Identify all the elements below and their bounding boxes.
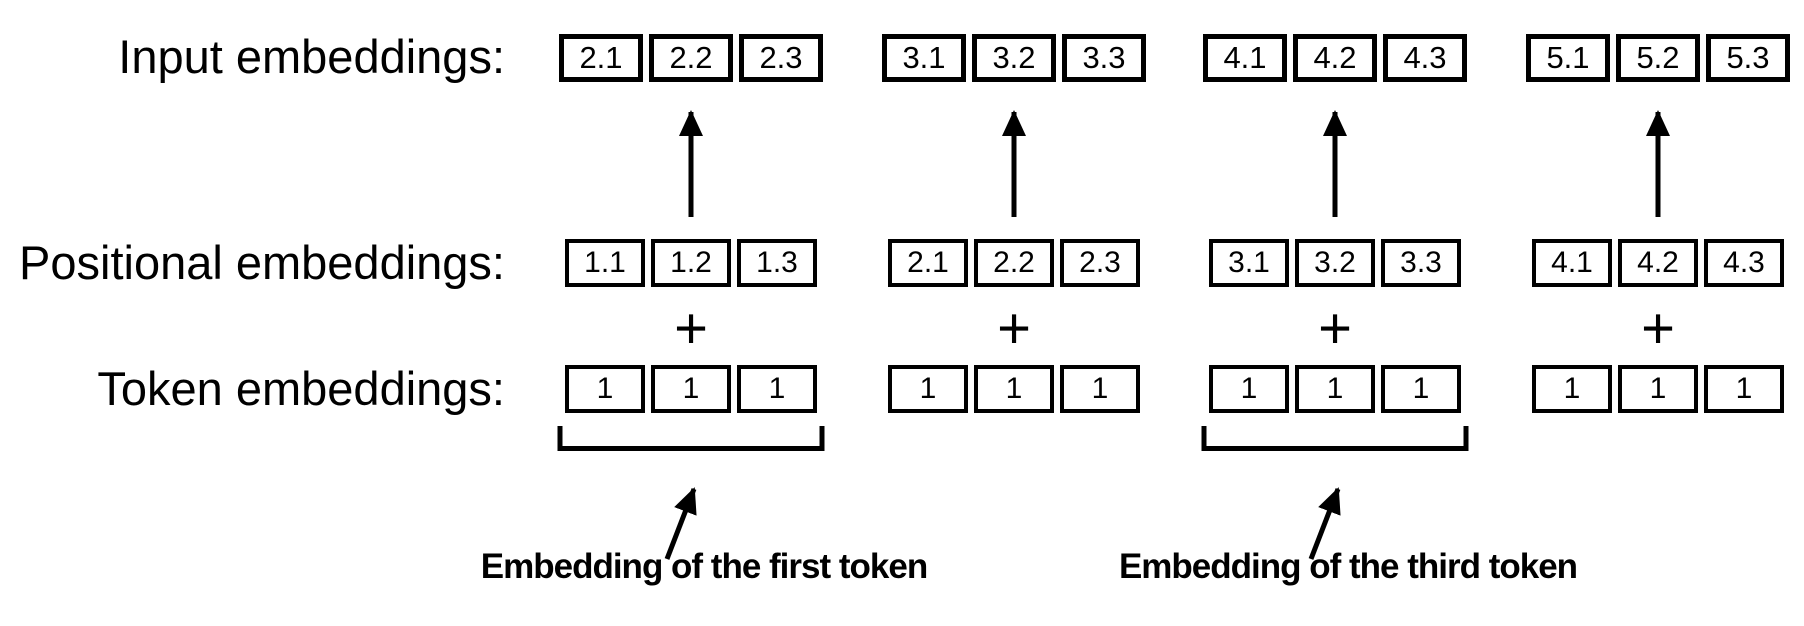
embedding-cell: 4.1 — [1532, 239, 1612, 287]
embedding-cell: 1 — [737, 365, 817, 413]
embedding-cell: 2.3 — [1060, 239, 1140, 287]
embedding-cell: 3.2 — [1295, 239, 1375, 287]
embedding-cell: 1.2 — [651, 239, 731, 287]
token-embedding-vector-4: 1 1 1 — [1532, 365, 1784, 413]
embedding-cell: 2.3 — [739, 34, 823, 82]
embedding-cell: 2.2 — [649, 34, 733, 82]
embedding-cell: 1 — [1060, 365, 1140, 413]
embedding-cell: 1 — [1295, 365, 1375, 413]
token-embedding-vector-1: 1 1 1 — [565, 365, 817, 413]
row-label-input-embeddings: Input embeddings: — [118, 30, 505, 83]
embedding-cell: 4.3 — [1383, 34, 1467, 82]
embedding-cell: 4.2 — [1618, 239, 1698, 287]
embedding-cell: 1 — [1381, 365, 1461, 413]
positional-embedding-vector-4: 4.1 4.2 4.3 — [1532, 239, 1784, 287]
embedding-cell: 1 — [1532, 365, 1612, 413]
embedding-cell: 4.3 — [1704, 239, 1784, 287]
embedding-cell: 3.1 — [1209, 239, 1289, 287]
embedding-cell: 1 — [1618, 365, 1698, 413]
embedding-cell: 5.2 — [1616, 34, 1700, 82]
embedding-cell: 1 — [888, 365, 968, 413]
input-embedding-vector-1: 2.1 2.2 2.3 — [559, 34, 823, 82]
input-embedding-vector-3: 4.1 4.2 4.3 — [1203, 34, 1467, 82]
embedding-cell: 3.3 — [1062, 34, 1146, 82]
annotation-third-token: Embedding of the third token — [1118, 547, 1578, 586]
positional-embedding-vector-1: 1.1 1.2 1.3 — [565, 239, 817, 287]
token-embedding-vector-2: 1 1 1 — [888, 365, 1140, 413]
embedding-cell: 2.1 — [559, 34, 643, 82]
embedding-cell: 5.3 — [1706, 34, 1790, 82]
embedding-cell: 1.1 — [565, 239, 645, 287]
third-token-brace — [1201, 426, 1469, 451]
embedding-cell: 1 — [974, 365, 1054, 413]
input-embedding-vector-2: 3.1 3.2 3.3 — [882, 34, 1146, 82]
input-embedding-vector-4: 5.1 5.2 5.3 — [1526, 34, 1790, 82]
embedding-cell: 1 — [1209, 365, 1289, 413]
positional-embedding-vector-2: 2.1 2.2 2.3 — [888, 239, 1140, 287]
first-token-brace — [557, 426, 825, 451]
row-label-token-embeddings: Token embeddings: — [97, 362, 505, 415]
embedding-cell: 2.1 — [888, 239, 968, 287]
positional-embedding-vector-3: 3.1 3.2 3.3 — [1209, 239, 1461, 287]
embedding-cell: 4.2 — [1293, 34, 1377, 82]
embedding-cell: 1 — [565, 365, 645, 413]
token-embedding-vector-3: 1 1 1 — [1209, 365, 1461, 413]
embedding-cell: 3.3 — [1381, 239, 1461, 287]
embedding-cell: 5.1 — [1526, 34, 1610, 82]
embedding-cell: 2.2 — [974, 239, 1054, 287]
plus-operator: + — [997, 295, 1031, 361]
embedding-cell: 1 — [1704, 365, 1784, 413]
plus-operator: + — [1641, 295, 1675, 361]
row-label-positional-embeddings: Positional embeddings: — [19, 236, 505, 289]
embedding-cell: 3.2 — [972, 34, 1056, 82]
annotation-first-token: Embedding of the first token — [480, 547, 928, 586]
embedding-cell: 1 — [651, 365, 731, 413]
embedding-cell: 3.1 — [882, 34, 966, 82]
plus-operator: + — [674, 295, 708, 361]
embedding-cell: 1.3 — [737, 239, 817, 287]
plus-operator: + — [1318, 295, 1352, 361]
embedding-cell: 4.1 — [1203, 34, 1287, 82]
